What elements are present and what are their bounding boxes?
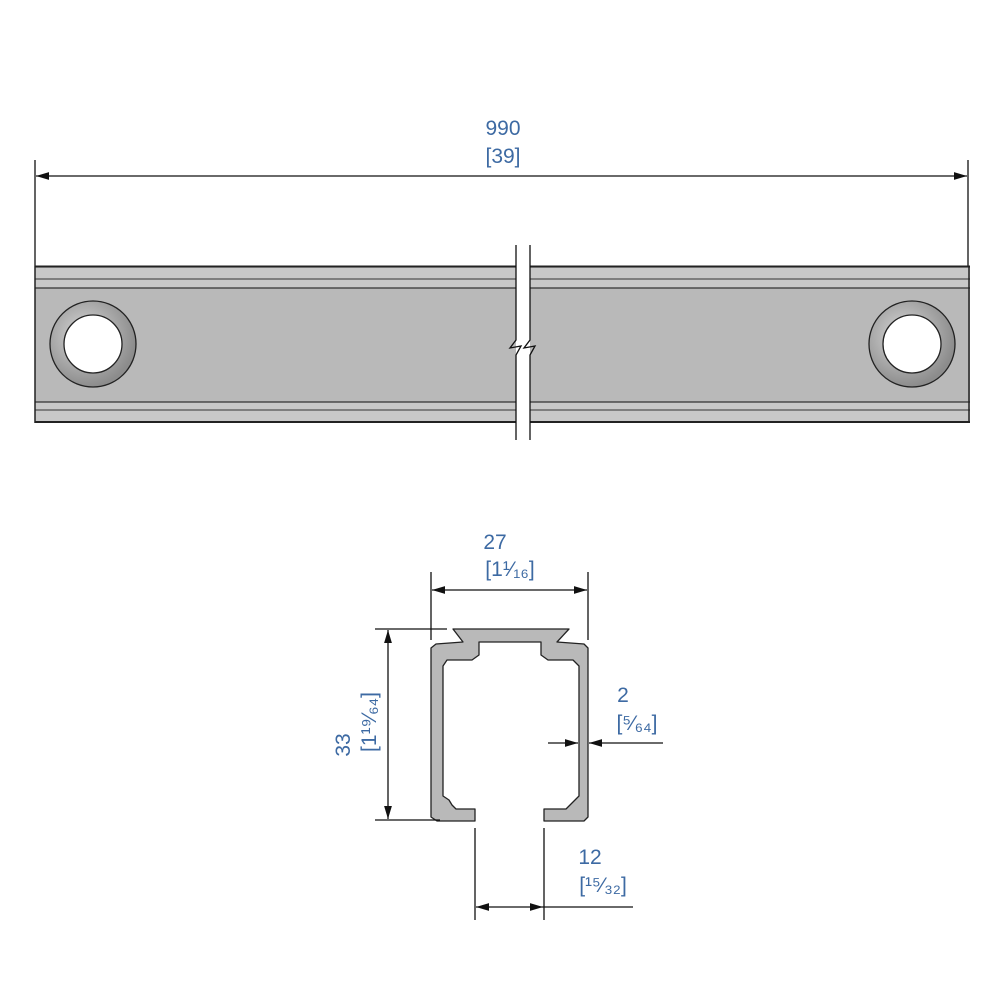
slot-inch-label: [¹⁵⁄₃₂] — [579, 874, 627, 897]
mounting-hole-left — [49, 300, 137, 388]
wall-inch-label: [⁵⁄₆₄] — [617, 712, 658, 735]
rail-profile-section — [430, 628, 589, 822]
wall-thickness-dimension: 2 [⁵⁄₆₄] — [548, 684, 663, 747]
break-symbol — [508, 245, 537, 445]
height-mm-label: 33 — [332, 733, 355, 756]
length-dimension: 990 [39] — [34, 117, 969, 266]
width-dimension: 27 [1¹⁄₁₆] — [430, 531, 589, 640]
rail-side-view — [34, 245, 970, 445]
slot-mm-label: 12 — [578, 846, 601, 869]
height-inch-label: [1¹⁹⁄₆₄] — [358, 692, 381, 752]
length-mm-label: 990 — [485, 117, 520, 140]
width-inch-label: [1¹⁄₁₆] — [485, 558, 534, 581]
slot-width-dimension: 12 [¹⁵⁄₃₂] — [474, 828, 633, 920]
mounting-hole-right — [868, 300, 956, 388]
width-mm-label: 27 — [483, 531, 506, 554]
height-dimension: 33 [1¹⁹⁄₆₄] — [332, 628, 447, 821]
length-inch-label: [39] — [485, 145, 520, 168]
wall-mm-label: 2 — [617, 684, 629, 707]
